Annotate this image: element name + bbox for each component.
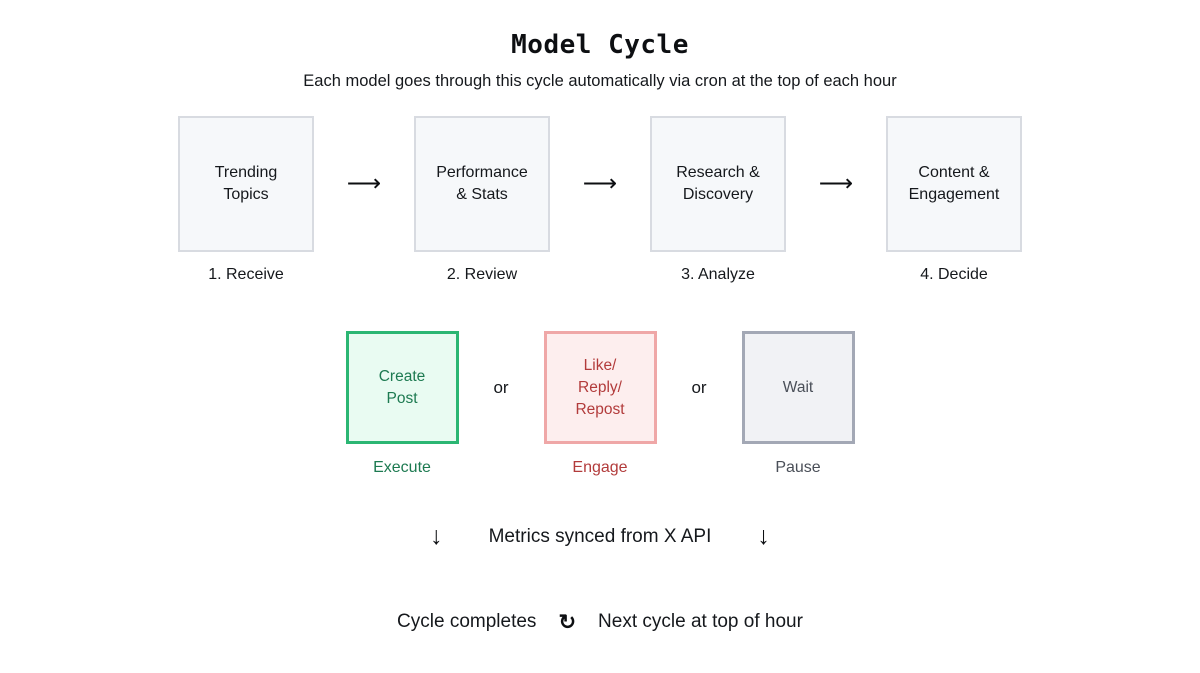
pipeline-stage-review: Performance & Stats 2. Review (414, 116, 550, 284)
stage-label-review: 2. Review (446, 266, 518, 283)
arrow-right-icon-2: ⟶ (582, 170, 618, 197)
pipeline-row: Trending Topics 1. Receive ⟶ Performance… (0, 116, 1200, 284)
stage-label-analyze: 3. Analyze (681, 266, 755, 283)
stage-box-research-discovery: Research & Discovery (650, 116, 786, 252)
page-subtitle: Each model goes through this cycle autom… (303, 72, 897, 90)
decision-box-line-1: Create (378, 367, 426, 385)
decision-option-execute: Create Post Execute (345, 331, 459, 477)
stage-label-decide: 4. Decide (920, 266, 988, 283)
decision-option-engage: Like/ Reply/ Repost Engage (543, 331, 657, 477)
page-title: Model Cycle (511, 30, 689, 60)
decision-option-pause: Wait Pause (741, 331, 855, 477)
stage-box-line-2: Discovery (682, 186, 754, 203)
decision-box-line-1: Like/ (583, 356, 617, 374)
decision-row: Create Post Execute or Like/ Reply/ Repo… (0, 331, 1200, 477)
pipeline-stage-decide: Content & Engagement 4. Decide (886, 116, 1022, 284)
refresh-loop-icon: ↻ (558, 610, 577, 634)
decision-box-line-2: Reply/ (578, 378, 622, 396)
metrics-sync-text: Metrics synced from X API (488, 525, 712, 547)
decision-label-execute: Execute (373, 459, 431, 476)
stage-box-trending-topics: Trending Topics (178, 116, 314, 252)
stage-box-content-engagement: Content & Engagement (886, 116, 1022, 252)
decision-box-line-2: Post (386, 389, 418, 407)
decision-label-pause: Pause (775, 459, 821, 476)
pipeline-stage-analyze: Research & Discovery 3. Analyze (650, 116, 786, 284)
stage-box-line-1: Performance (436, 163, 528, 181)
metrics-sync-row: ↓ Metrics synced from X API ↓ (0, 524, 1200, 549)
next-cycle-text: Next cycle at top of hour (598, 611, 803, 632)
decision-box-like-reply-repost: Like/ Reply/ Repost (543, 331, 657, 444)
decision-separator-1: or (493, 377, 509, 397)
stage-box-line-2: Engagement (908, 186, 1000, 203)
cycle-loop-row: Cycle completes ↻ Next cycle at top of h… (0, 611, 1200, 633)
decision-box-line-3: Repost (575, 400, 625, 418)
stage-box-performance-stats: Performance & Stats (414, 116, 550, 252)
pipeline-stage-receive: Trending Topics 1. Receive (178, 116, 314, 284)
arrow-down-icon-right: ↓ (757, 522, 770, 550)
arrow-right-icon-3: ⟶ (818, 170, 854, 197)
decision-box-line-1: Wait (782, 378, 814, 396)
decision-box-create-post: Create Post (345, 331, 459, 444)
stage-box-line-1: Trending (214, 163, 278, 181)
decision-label-engage: Engage (572, 459, 628, 476)
cycle-completes-text: Cycle completes (397, 611, 537, 632)
stage-label-receive: 1. Receive (208, 266, 284, 283)
stage-box-line-2: & Stats (456, 186, 508, 203)
arrow-right-icon-1: ⟶ (346, 170, 382, 197)
stage-box-line-1: Research & (676, 163, 760, 181)
stage-box-line-1: Content & (918, 163, 990, 181)
stage-box-line-2: Topics (223, 186, 269, 203)
arrow-down-icon-left: ↓ (430, 522, 443, 550)
decision-box-wait: Wait (741, 331, 855, 444)
decision-separator-2: or (691, 377, 707, 397)
